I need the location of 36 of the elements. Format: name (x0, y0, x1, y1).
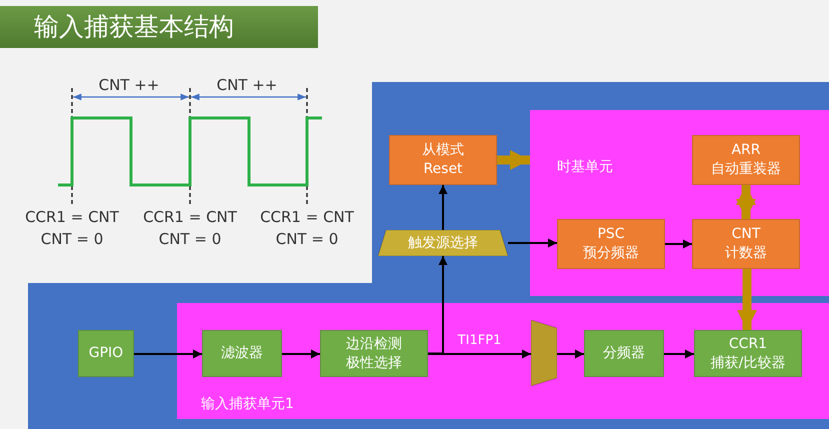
arrow (508, 238, 557, 248)
arrow (665, 240, 692, 248)
process-box: ARR 自动重装器 (692, 135, 800, 185)
signal-label: CNT = 0 (40, 230, 104, 248)
arrow (282, 350, 320, 358)
signal-label: CCR1 = CNT (260, 208, 354, 226)
arrow (557, 350, 584, 358)
arrow (428, 350, 531, 358)
thick-arrow (736, 185, 756, 219)
arrow (134, 350, 202, 358)
process-box: GPIO (78, 330, 134, 377)
signal-label: CNT = 0 (276, 230, 338, 248)
thick-arrow (737, 269, 757, 330)
arrow (664, 350, 694, 358)
process-box: 分频器 (584, 330, 664, 377)
process-box: PSC 预分频器 (557, 219, 665, 269)
signal-label: CNT ++ (216, 76, 278, 94)
process-box: 滤波器 (202, 330, 282, 377)
selector-trapezoid: 触发源选择 (378, 230, 508, 256)
process-box: 边沿检测 极性选择 (320, 330, 428, 377)
unit-panel (177, 303, 829, 419)
process-box: 从模式 Reset (389, 135, 497, 185)
title-banner: 输入捕获基本结构 (0, 6, 318, 48)
panel-title: 输入捕获单元1 (201, 395, 294, 413)
multiplexer-trapezoid (531, 320, 557, 386)
arrow (428, 256, 448, 354)
panel-title: 时基单元 (557, 158, 613, 176)
signal-label: CNT = 0 (158, 230, 222, 248)
signal-label: CCR1 = CNT (25, 208, 119, 226)
process-box: CCR1 捕获/比较器 (694, 330, 802, 377)
signal-label: CNT ++ (98, 76, 160, 94)
signal-label: CCR1 = CNT (143, 208, 237, 226)
process-box: CNT 计数器 (692, 219, 800, 269)
thick-arrow (497, 150, 530, 170)
unit-panel (530, 110, 829, 296)
arrow (438, 185, 448, 230)
